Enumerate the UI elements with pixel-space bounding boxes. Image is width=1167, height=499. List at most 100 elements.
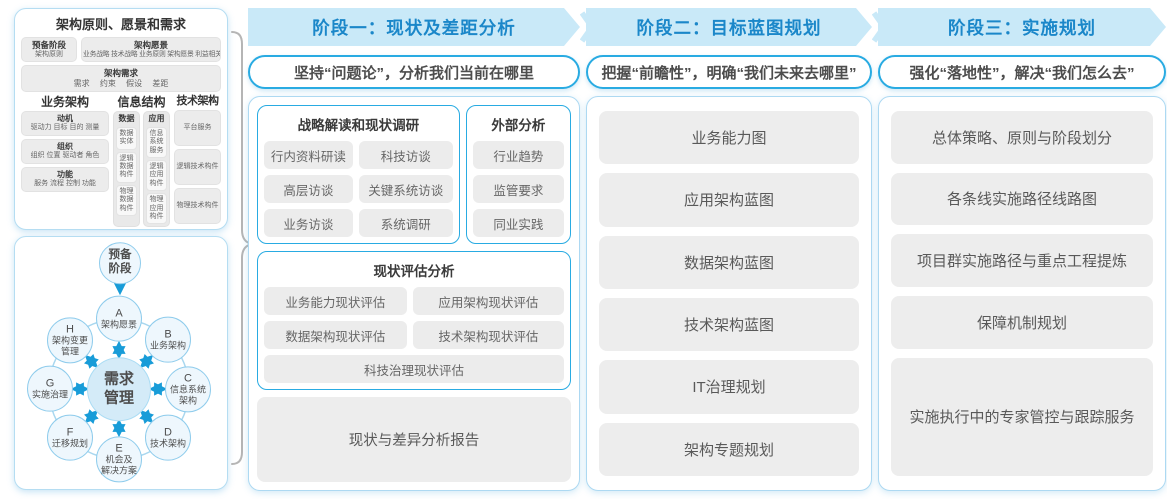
circle-shape xyxy=(165,366,211,412)
data-item: 逻辑数据构件 xyxy=(116,151,137,183)
phase2-item: 应用架构蓝图 xyxy=(599,173,859,227)
phase3-banner: 阶段三：实施规划 xyxy=(878,8,1166,46)
cycle-node-letter: H xyxy=(66,323,74,336)
external-item: 监管要求 xyxy=(472,175,564,203)
assessment-item-full: 科技治理现状评估 xyxy=(264,355,564,383)
architecture-vision-sub: 业务战略 技术战略 业务原则 架构愿景 利益相关者 xyxy=(83,50,221,58)
prep-phase-title: 预备阶段 xyxy=(31,40,66,50)
cycle-node-prep: 预备 阶段 xyxy=(88,242,152,284)
phase3-banner-shape: 阶段三：实施规划 xyxy=(878,8,1166,46)
phase3-item: 总体策略、原则与阶段划分 xyxy=(891,111,1153,164)
phase3-column: 阶段三：实施规划 强化“落地性”，解决“我们怎么去” 总体策略、原则与阶段划分 … xyxy=(878,8,1166,494)
phase3-banner-label: 阶段三：实施规划 xyxy=(948,17,1096,38)
phase2-banner: 阶段二：目标蓝图规划 xyxy=(586,8,888,46)
architecture-vision-title: 架构愿景 xyxy=(133,40,168,50)
phase1-content-panel: 战略解读和现状调研 行内资料研读 科技访谈 高层访谈 关键系统访谈 业务访谈 系… xyxy=(248,96,580,491)
external-item: 同业实践 xyxy=(472,209,564,237)
strategy-research-box: 战略解读和现状调研 行内资料研读 科技访谈 高层访谈 关键系统访谈 业务访谈 系… xyxy=(257,105,460,244)
phase2-column: 阶段二：目标蓝图规划 把握“前瞻性”，明确“我们未来去哪里” 业务能力图 应用架… xyxy=(586,8,888,494)
external-item: 行业趋势 xyxy=(472,141,564,169)
cycle-node-c: C 信息系统 架构 xyxy=(156,366,220,412)
phase1-banner: 阶段一：现状及差距分析 xyxy=(248,8,596,46)
organization-box: 组织 组织 位置 驱动者 角色 xyxy=(21,139,109,164)
phase1-subtitle: 坚持“问题论”，分析我们当前在哪里 xyxy=(248,55,580,89)
cycle-node-letter: A xyxy=(115,307,123,320)
assessment-item: 业务能力现状评估 xyxy=(264,287,407,315)
phase2-item: 技术架构蓝图 xyxy=(599,297,859,352)
external-analysis-box: 外部分析 行业趋势 监管要求 同业实践 xyxy=(465,105,571,244)
assessment-item: 数据架构现状评估 xyxy=(264,321,407,349)
assessment-item: 技术架构现状评估 xyxy=(412,321,564,349)
phase3-item: 项目群实施路径与重点工程提炼 xyxy=(891,234,1153,287)
phase3-item: 实施执行中的专家管控与跟踪服务 xyxy=(891,357,1153,476)
strategy-item: 系统调研 xyxy=(358,209,453,237)
assessment-item: 应用架构现状评估 xyxy=(412,287,564,315)
organization-title: 组织 xyxy=(57,142,73,152)
technology-item: 逻辑技术构件 xyxy=(174,149,221,186)
cycle-node-letter: B xyxy=(164,328,172,341)
business-architecture-column: 业务架构 动机 驱动力 目标 目的 测量 组织 组织 位置 驱动者 角色 功能 … xyxy=(21,95,109,227)
current-state-assessment-title: 现状评估分析 xyxy=(373,264,455,279)
application-item: 物理应用构件 xyxy=(146,193,167,225)
cycle-node-letter: E xyxy=(115,442,123,455)
application-item: 逻辑应用构件 xyxy=(146,159,167,192)
cycle-hub-label: 需求 管理 xyxy=(103,370,134,406)
phase3-content-panel: 总体策略、原则与阶段划分 各条线实施路径线路图 项目群实施路径与重点工程提炼 保… xyxy=(878,96,1166,491)
strategy-item: 业务访谈 xyxy=(264,209,353,237)
framework-row-vision: 预备阶段 架构原则 架构愿景 业务战略 技术战略 业务原则 架构愿景 利益相关者 xyxy=(21,37,221,63)
information-structure-header: 信息结构 xyxy=(117,95,166,109)
cycle-node-prep-label: 预备 阶段 xyxy=(108,249,132,275)
strategy-item: 关键系统访谈 xyxy=(358,175,453,203)
data-subcolumn: 数据 数据实体 逻辑数据构件 物理数据构件 xyxy=(113,111,140,228)
technology-item-label: 平台服务 xyxy=(183,123,212,131)
cycle-node-letter: D xyxy=(164,426,172,439)
cycle-node-g: G 实施治理 xyxy=(18,365,82,412)
framework-row-domains: 业务架构 动机 驱动力 目标 目的 测量 组织 组织 位置 驱动者 角色 功能 … xyxy=(21,95,221,228)
phase2-content-panel: 业务能力图 应用架构蓝图 数据架构蓝图 技术架构蓝图 IT治理规划 架构专题规划 xyxy=(586,96,872,491)
architecture-framework-panel: 架构原则、愿景和需求 预备阶段 架构原则 架构愿景 业务战略 技术战略 业务原则… xyxy=(14,8,228,230)
cycle-node-name: 技术架构 xyxy=(149,438,186,449)
data-item: 物理数据构件 xyxy=(116,184,137,216)
framework-panel-title: 架构原则、愿景和需求 xyxy=(55,17,186,32)
strategy-item: 高层访谈 xyxy=(264,175,353,203)
phase1-banner-label: 阶段一：现状及差距分析 xyxy=(312,17,516,38)
prep-phase-sub: 架构原则 xyxy=(35,50,63,58)
technology-item: 物理技术构件 xyxy=(174,188,221,225)
phase1-column: 阶段一：现状及差距分析 坚持“问题论”，分析我们当前在哪里 战略解读和现状调研 … xyxy=(248,8,596,494)
application-subcolumn: 应用 信息系统服务 逻辑应用构件 物理应用构件 xyxy=(143,111,170,228)
motivation-box: 动机 驱动力 目标 目的 测量 xyxy=(21,111,109,137)
function-title: 功能 xyxy=(57,169,73,179)
technology-architecture-header: 技术架构 xyxy=(176,95,220,107)
circle-shape xyxy=(99,242,141,284)
cycle-node-letter: G xyxy=(45,377,55,390)
circle-shape xyxy=(27,365,73,412)
gap-analysis-report-box: 现状与差异分析报告 xyxy=(257,397,571,482)
technology-architecture-column: 技术架构 平台服务 逻辑技术构件 物理技术构件 xyxy=(174,95,221,227)
external-analysis-title: 外部分析 xyxy=(491,118,546,133)
architecture-requirements-sub: 需求 约束 假设 差距 xyxy=(73,79,169,88)
architecture-requirements-title: 架构需求 xyxy=(103,68,138,79)
technology-item: 平台服务 xyxy=(174,110,221,147)
cycle-node-name: 迁移规划 xyxy=(51,438,88,449)
cycle-node-h: H 架构变更 管理 xyxy=(38,317,102,363)
phase2-item: 数据架构蓝图 xyxy=(599,235,859,289)
phase3-item: 保障机制规划 xyxy=(891,295,1153,349)
application-item: 信息系统服务 xyxy=(146,126,167,158)
phase2-banner-label: 阶段二：目标蓝图规划 xyxy=(636,17,822,38)
cycle-node-name: 架构愿景 xyxy=(100,319,137,330)
motivation-sub: 驱动力 目标 目的 测量 xyxy=(30,124,100,132)
organization-sub: 组织 位置 驱动者 角色 xyxy=(30,152,100,160)
data-header: 数据 xyxy=(118,114,135,124)
phase3-subtitle: 强化“落地性”，解决“我们怎么去” xyxy=(878,55,1166,89)
data-item: 数据实体 xyxy=(116,126,137,150)
cycle-node-name: 机会及 解决方案 xyxy=(100,454,137,476)
strategy-research-title: 战略解读和现状调研 xyxy=(297,118,420,133)
strategy-item: 科技访谈 xyxy=(358,141,453,169)
strategy-item: 行内资料研读 xyxy=(264,141,353,169)
cycle-hub-requirements-management: 需求 管理 xyxy=(87,357,151,421)
cycle-node-f: F 迁移规划 xyxy=(38,414,102,461)
business-architecture-header: 业务架构 xyxy=(40,95,89,109)
framework-row-requirements: 架构需求 需求 约束 假设 差距 xyxy=(21,65,221,92)
cycle-node-name: 架构变更 管理 xyxy=(51,335,88,357)
